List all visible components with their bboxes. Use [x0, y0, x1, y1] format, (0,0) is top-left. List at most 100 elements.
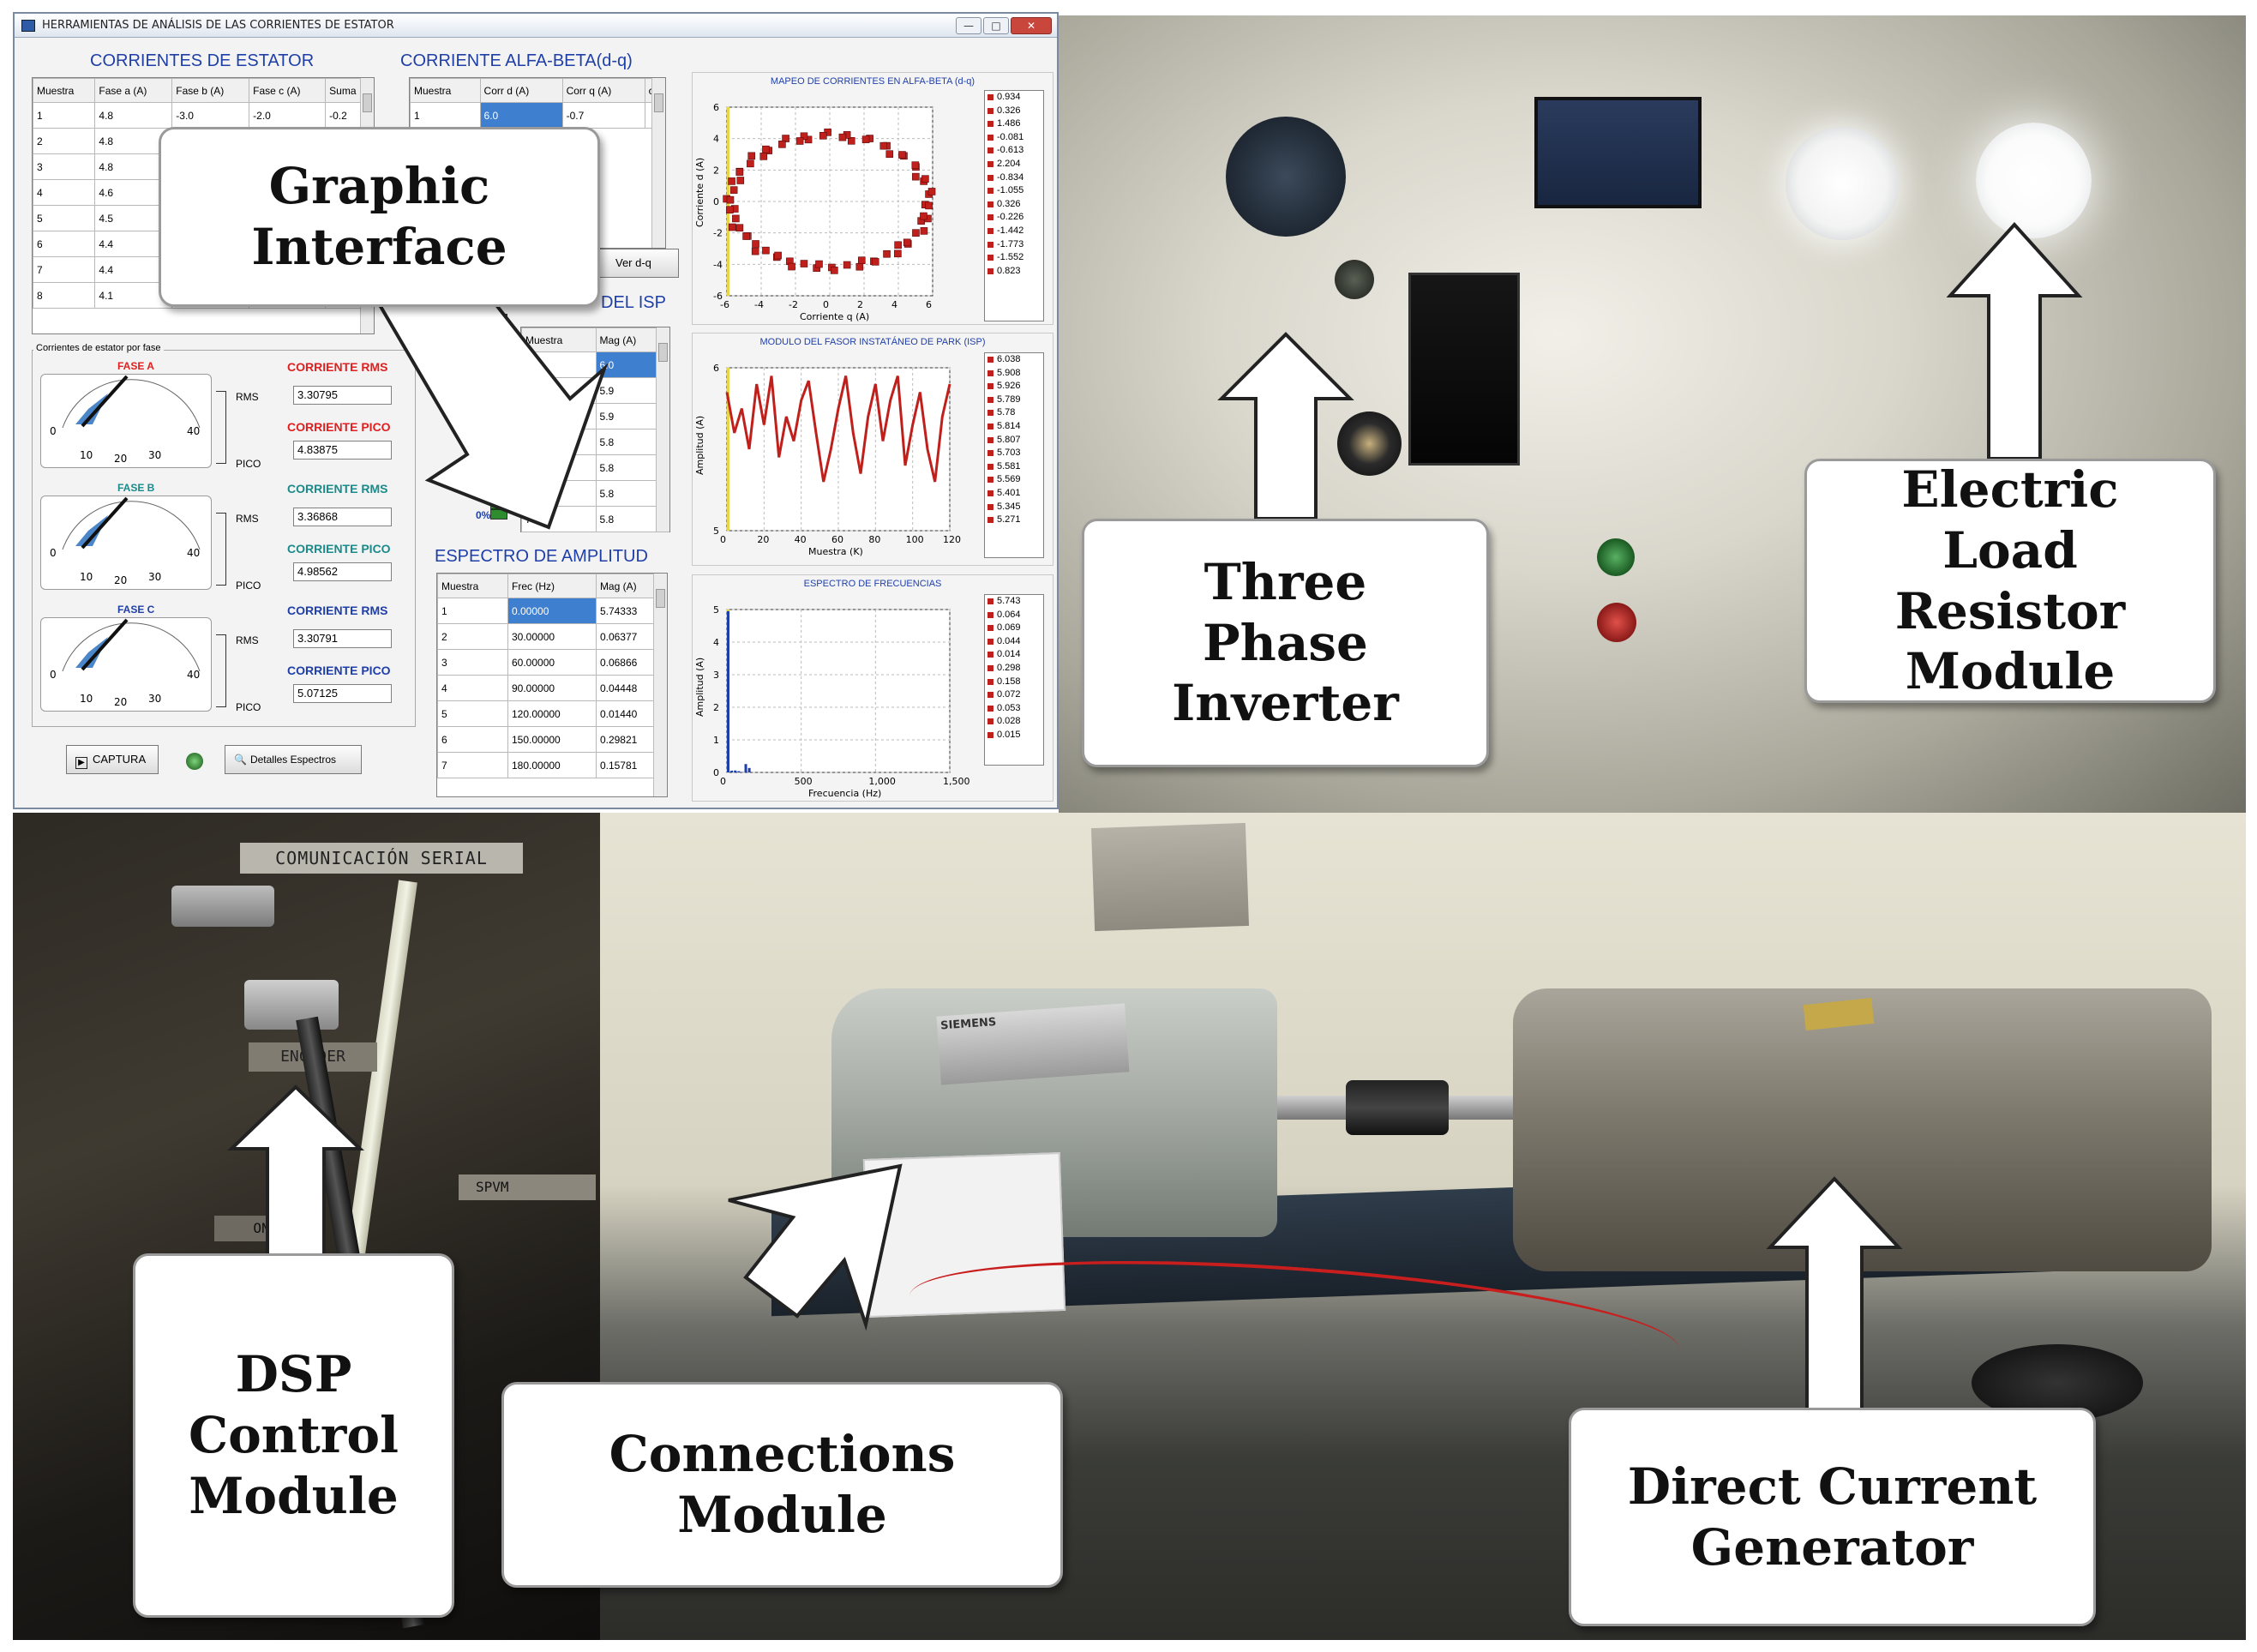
- capture-button[interactable]: ▶CAPTURA: [66, 745, 159, 774]
- gauge-needle: [81, 618, 129, 671]
- table-cell[interactable]: 7: [32, 256, 96, 283]
- data-point: [885, 150, 894, 158]
- column-header[interactable]: Fase a (A): [94, 78, 173, 103]
- y-tick-label: 3: [713, 670, 719, 681]
- table-cell[interactable]: 4: [32, 179, 96, 206]
- column-header[interactable]: Frec (Hz): [507, 574, 597, 598]
- table-cell[interactable]: 5: [521, 454, 597, 481]
- table-cell[interactable]: 1: [521, 351, 597, 378]
- table-cell[interactable]: 2: [521, 377, 597, 404]
- table-cell[interactable]: 1: [437, 598, 508, 624]
- table-cell[interactable]: 6: [32, 231, 96, 257]
- data-point: [736, 177, 745, 184]
- scroll-thumb[interactable]: [658, 343, 668, 362]
- data-point: [795, 137, 804, 145]
- table-cell[interactable]: 1: [410, 102, 481, 129]
- rms-value[interactable]: 3.30791: [293, 629, 392, 648]
- plot-area: [726, 609, 951, 773]
- rms-value[interactable]: 3.36868: [293, 508, 392, 526]
- column-header[interactable]: Muestra: [521, 327, 597, 352]
- data-point: [894, 241, 902, 249]
- encoder-port: [244, 980, 339, 1030]
- table-cell[interactable]: 1: [32, 102, 96, 129]
- legend-entry: -1.442: [985, 225, 1043, 238]
- rms-value[interactable]: 3.30795: [293, 386, 392, 405]
- table-cell[interactable]: 7: [521, 506, 597, 532]
- peak-title: CORRIENTE PICO: [287, 542, 391, 556]
- column-header[interactable]: Muestra: [410, 78, 481, 103]
- table-cell[interactable]: 2: [437, 623, 508, 650]
- legend-entry: -1.773: [985, 238, 1043, 252]
- scroll-thumb[interactable]: [654, 93, 663, 112]
- table-cell[interactable]: 6: [437, 726, 508, 753]
- scroll-thumb[interactable]: [656, 589, 665, 608]
- spectrum-details-button[interactable]: 🔍Detalles Espectros: [225, 745, 362, 774]
- table-cell[interactable]: 180.00000: [507, 752, 597, 778]
- spectrum-scrollbar[interactable]: [653, 574, 667, 796]
- column-header[interactable]: Corr d (A): [479, 78, 563, 103]
- callout-electric-load: Electric Load Resistor Module: [1804, 459, 2216, 703]
- maximize-button[interactable]: □: [983, 17, 1009, 34]
- alpha-beta-scrollbar[interactable]: [651, 78, 665, 248]
- column-header[interactable]: Corr q (A): [561, 78, 645, 103]
- table-cell[interactable]: 0.00000: [507, 598, 597, 624]
- table-cell[interactable]: 8: [32, 282, 96, 309]
- table-cell[interactable]: 5: [32, 205, 96, 231]
- table-cell[interactable]: 90.00000: [507, 675, 597, 701]
- table-cell[interactable]: 30.00000: [507, 623, 597, 650]
- table-cell[interactable]: 3: [521, 403, 597, 430]
- legend-entry: 0.158: [985, 676, 1043, 689]
- table-cell[interactable]: -2.0: [249, 102, 327, 129]
- table-cell[interactable]: 120.00000: [507, 700, 597, 727]
- column-header[interactable]: Muestra: [437, 574, 508, 598]
- table-cell[interactable]: -3.0: [171, 102, 250, 129]
- close-button[interactable]: ✕: [1011, 17, 1052, 34]
- table-cell[interactable]: 4: [521, 429, 597, 455]
- table-cell[interactable]: 4.8: [94, 102, 173, 129]
- view-dq-button[interactable]: Ver d-q: [597, 249, 679, 278]
- peak-value[interactable]: 4.98562: [293, 562, 392, 581]
- column-header[interactable]: Muestra: [32, 78, 96, 103]
- minimize-button[interactable]: —: [956, 17, 981, 34]
- table-cell[interactable]: 2: [32, 128, 96, 154]
- table-cell[interactable]: -0.7: [561, 102, 645, 129]
- legend-entry: 0.053: [985, 702, 1043, 716]
- column-header[interactable]: Fase b (A): [171, 78, 250, 103]
- phases-group: [32, 350, 416, 727]
- table-cell[interactable]: 3: [437, 649, 508, 676]
- table-cell[interactable]: 7: [437, 752, 508, 778]
- table-cell[interactable]: 6: [521, 480, 597, 507]
- isp-scrollbar[interactable]: [656, 327, 669, 532]
- table-cell[interactable]: 3: [32, 153, 96, 180]
- gauge-tick: 20: [114, 696, 127, 708]
- x-tick-label: 80: [868, 534, 880, 545]
- table-cell[interactable]: 5: [437, 700, 508, 727]
- scroll-thumb[interactable]: [363, 93, 372, 112]
- table-cell[interactable]: 60.00000: [507, 649, 597, 676]
- table-cell[interactable]: 6.0: [479, 102, 563, 129]
- data-point: [747, 159, 754, 168]
- peak-value[interactable]: 4.83875: [293, 441, 392, 460]
- table-cell[interactable]: 4: [437, 675, 508, 701]
- column-header[interactable]: Fase c (A): [249, 78, 327, 103]
- table-cell[interactable]: 150.00000: [507, 726, 597, 753]
- peak-value[interactable]: 5.07125: [293, 684, 392, 703]
